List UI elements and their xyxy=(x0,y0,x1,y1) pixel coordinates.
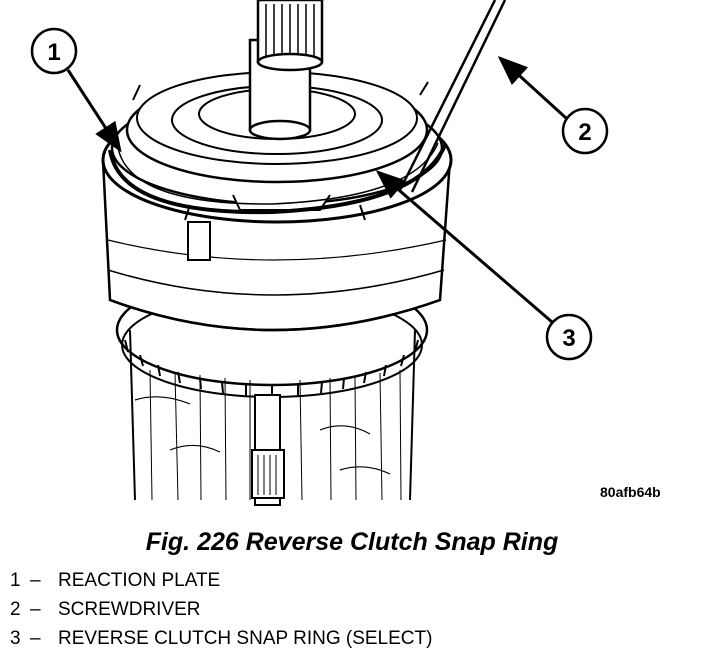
figure-caption: Fig. 226 Reverse Clutch Snap Ring xyxy=(145,528,559,556)
callout-2: 2 xyxy=(497,55,609,155)
svg-text:2: 2 xyxy=(578,119,591,146)
clutch-illustration: 1 2 3 80afb64b xyxy=(30,0,661,506)
legend-label: SCREWDRIVER xyxy=(58,599,201,620)
legend-item-2: 2–SCREWDRIVER xyxy=(10,595,432,624)
legend-number: 2 xyxy=(10,599,21,620)
legend-item-1: 1–REACTION PLATE xyxy=(10,566,432,595)
output-shaft xyxy=(248,0,324,141)
clutch-pack xyxy=(129,329,416,501)
callout-legend: 1–REACTION PLATE 2–SCREWDRIVER 3–REVERSE… xyxy=(10,566,432,653)
legend-dash: – xyxy=(30,570,41,591)
legend-label: REACTION PLATE xyxy=(58,570,221,591)
legend-number: 1 xyxy=(10,570,21,591)
figure-code: 80afb64b xyxy=(600,484,661,500)
callout-1: 1 xyxy=(30,27,122,153)
callout-1-leader xyxy=(66,69,122,153)
callout-3: 3 xyxy=(375,170,593,361)
legend-label: REVERSE CLUTCH SNAP RING (SELECT) xyxy=(58,628,433,649)
legend-number: 3 xyxy=(10,628,21,649)
callout-3-leader xyxy=(375,170,553,324)
legend-dash: – xyxy=(30,628,41,649)
callout-2-leader xyxy=(497,55,568,120)
screwdriver xyxy=(398,0,507,193)
drum-top-rings xyxy=(101,71,453,224)
inner-shaft xyxy=(251,394,285,506)
snap-ring xyxy=(108,144,447,215)
legend-dash: – xyxy=(30,599,41,620)
snap-ring-inner-edge xyxy=(117,142,439,205)
legend-item-3: 3–REVERSE CLUTCH SNAP RING (SELECT) xyxy=(10,624,432,653)
svg-text:3: 3 xyxy=(562,325,575,352)
svg-text:1: 1 xyxy=(47,39,60,66)
